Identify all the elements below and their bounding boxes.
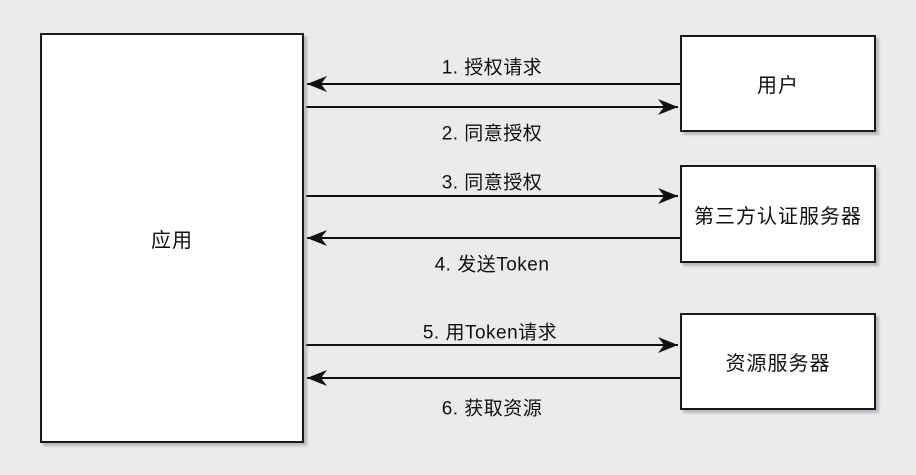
arrow-label-2: 2. 同意授权 bbox=[441, 123, 543, 145]
node-auth-server-label: 第三方认证服务器 bbox=[694, 205, 862, 228]
arrow-label-4: 4. 发送Token bbox=[434, 254, 550, 276]
node-app: 应用 bbox=[40, 33, 304, 443]
node-user-label: 用户 bbox=[757, 75, 799, 97]
arrow-label-3: 3. 同意授权 bbox=[441, 172, 543, 194]
node-user: 用户 bbox=[680, 35, 876, 132]
node-app-label: 应用 bbox=[151, 229, 193, 252]
node-resource-server-label: 资源服务器 bbox=[725, 353, 831, 375]
arrow-label-1: 1. 授权请求 bbox=[441, 57, 543, 79]
node-auth-server: 第三方认证服务器 bbox=[680, 165, 876, 263]
node-resource-server: 资源服务器 bbox=[680, 313, 876, 410]
arrow-label-5: 5. 用Token请求 bbox=[422, 322, 558, 344]
arrow-label-6: 6. 获取资源 bbox=[441, 398, 543, 420]
